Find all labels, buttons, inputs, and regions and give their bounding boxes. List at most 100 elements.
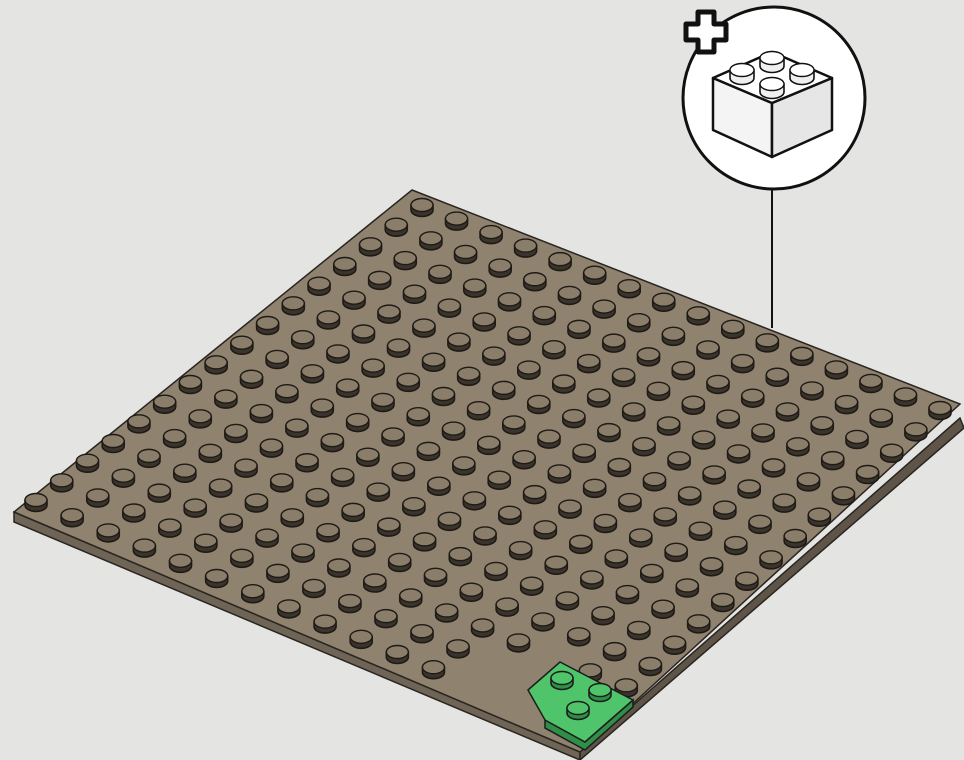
baseplate-stud xyxy=(652,600,674,618)
baseplate-stud xyxy=(618,280,640,298)
baseplate-stud xyxy=(773,494,795,512)
baseplate-stud xyxy=(905,423,927,441)
baseplate-stud xyxy=(584,479,606,497)
baseplate-stud xyxy=(388,339,410,357)
baseplate-stud xyxy=(630,529,652,547)
baseplate-stud xyxy=(478,436,500,454)
baseplate-stud xyxy=(394,252,416,270)
baseplate-stud xyxy=(521,577,543,595)
baseplate-stud xyxy=(347,414,369,432)
baseplate-stud xyxy=(403,498,425,516)
baseplate-stud xyxy=(179,376,201,394)
baseplate-stud xyxy=(518,361,540,379)
baseplate-stud xyxy=(411,625,433,643)
baseplate-stud xyxy=(524,273,546,291)
baseplate-stud xyxy=(588,389,610,407)
baseplate-stud xyxy=(760,551,782,569)
baseplate-stud xyxy=(308,277,330,295)
baseplate-stud xyxy=(425,568,447,586)
baseplate-stud xyxy=(382,428,404,446)
baseplate-stud xyxy=(524,486,546,504)
baseplate-stud xyxy=(728,445,750,463)
baseplate-stud xyxy=(556,592,578,610)
baseplate-stud xyxy=(332,468,354,486)
baseplate-stud xyxy=(641,564,663,582)
baseplate-stud xyxy=(296,454,318,472)
baseplate-stud xyxy=(128,415,150,433)
baseplate-stud xyxy=(231,549,253,567)
baseplate-stud xyxy=(568,320,590,338)
baseplate-stud xyxy=(404,285,426,303)
baseplate-stud xyxy=(808,508,830,526)
baseplate-stud xyxy=(647,382,669,400)
baseplate-stud xyxy=(328,559,350,577)
baseplate-stud xyxy=(51,474,73,492)
baseplate-stud xyxy=(538,430,560,448)
baseplate-stud xyxy=(463,492,485,510)
baseplate-stud xyxy=(811,417,833,435)
baseplate-stud xyxy=(738,480,760,498)
baseplate-stud xyxy=(266,350,288,368)
baseplate-stud xyxy=(392,463,414,481)
baseplate-stud xyxy=(407,408,429,426)
baseplate-stud xyxy=(102,435,124,453)
baseplate-stud xyxy=(474,527,496,545)
baseplate-stud xyxy=(697,341,719,359)
baseplate-stud xyxy=(343,291,365,309)
baseplate-stud xyxy=(570,535,592,553)
baseplate-stud xyxy=(870,409,892,427)
baseplate-stud xyxy=(184,499,206,517)
baseplate-stud xyxy=(623,403,645,421)
baseplate-stud xyxy=(446,212,468,230)
baseplate-stud xyxy=(563,410,585,428)
baseplate-stud xyxy=(455,245,477,263)
baseplate-stud xyxy=(342,503,364,521)
baseplate-stud xyxy=(61,509,83,527)
baseplate-stud xyxy=(558,286,580,304)
baseplate-stud xyxy=(548,465,570,483)
baseplate-stud xyxy=(372,393,394,411)
baseplate-stud xyxy=(448,333,470,351)
baseplate-stud xyxy=(385,218,407,236)
baseplate-stud xyxy=(860,374,882,392)
baseplate-stud xyxy=(653,293,675,311)
baseplate-stud xyxy=(787,438,809,456)
baseplate-stud xyxy=(749,515,771,533)
baseplate-stud xyxy=(594,514,616,532)
baseplate-stud xyxy=(598,424,620,442)
baseplate-stud xyxy=(784,530,806,548)
baseplate-stud xyxy=(573,444,595,462)
baseplate-stud xyxy=(321,434,343,452)
baseplate-stud xyxy=(690,522,712,540)
baseplate-stud xyxy=(707,375,729,393)
brick-stud xyxy=(760,52,784,73)
baseplate-stud xyxy=(215,390,237,408)
baseplate-stud xyxy=(703,466,725,484)
baseplate-stud xyxy=(458,367,480,385)
baseplate-stud xyxy=(436,604,458,622)
baseplate-stud xyxy=(210,479,232,497)
brick-stud xyxy=(730,64,754,85)
baseplate-stud xyxy=(665,543,687,561)
baseplate-stud xyxy=(133,539,155,557)
baseplate-stud xyxy=(97,524,119,542)
baseplate-stud xyxy=(483,347,505,365)
baseplate-stud xyxy=(257,317,279,335)
baseplate-stud xyxy=(763,459,785,477)
brick-stud xyxy=(790,64,814,85)
baseplate-stud xyxy=(339,595,361,613)
baseplate-stud xyxy=(836,396,858,414)
baseplate-stud xyxy=(798,473,820,491)
baseplate-stud xyxy=(76,454,98,472)
baseplate-stud xyxy=(499,293,521,311)
baseplate-stud xyxy=(682,396,704,414)
baseplate-stud xyxy=(480,226,502,244)
baseplate-stud xyxy=(245,494,267,512)
baseplate-stud xyxy=(303,579,325,597)
baseplate-stud xyxy=(639,658,661,676)
green-stud xyxy=(551,672,573,690)
baseplate-stud xyxy=(776,403,798,421)
baseplate xyxy=(14,190,960,752)
baseplate-stud xyxy=(545,556,567,574)
